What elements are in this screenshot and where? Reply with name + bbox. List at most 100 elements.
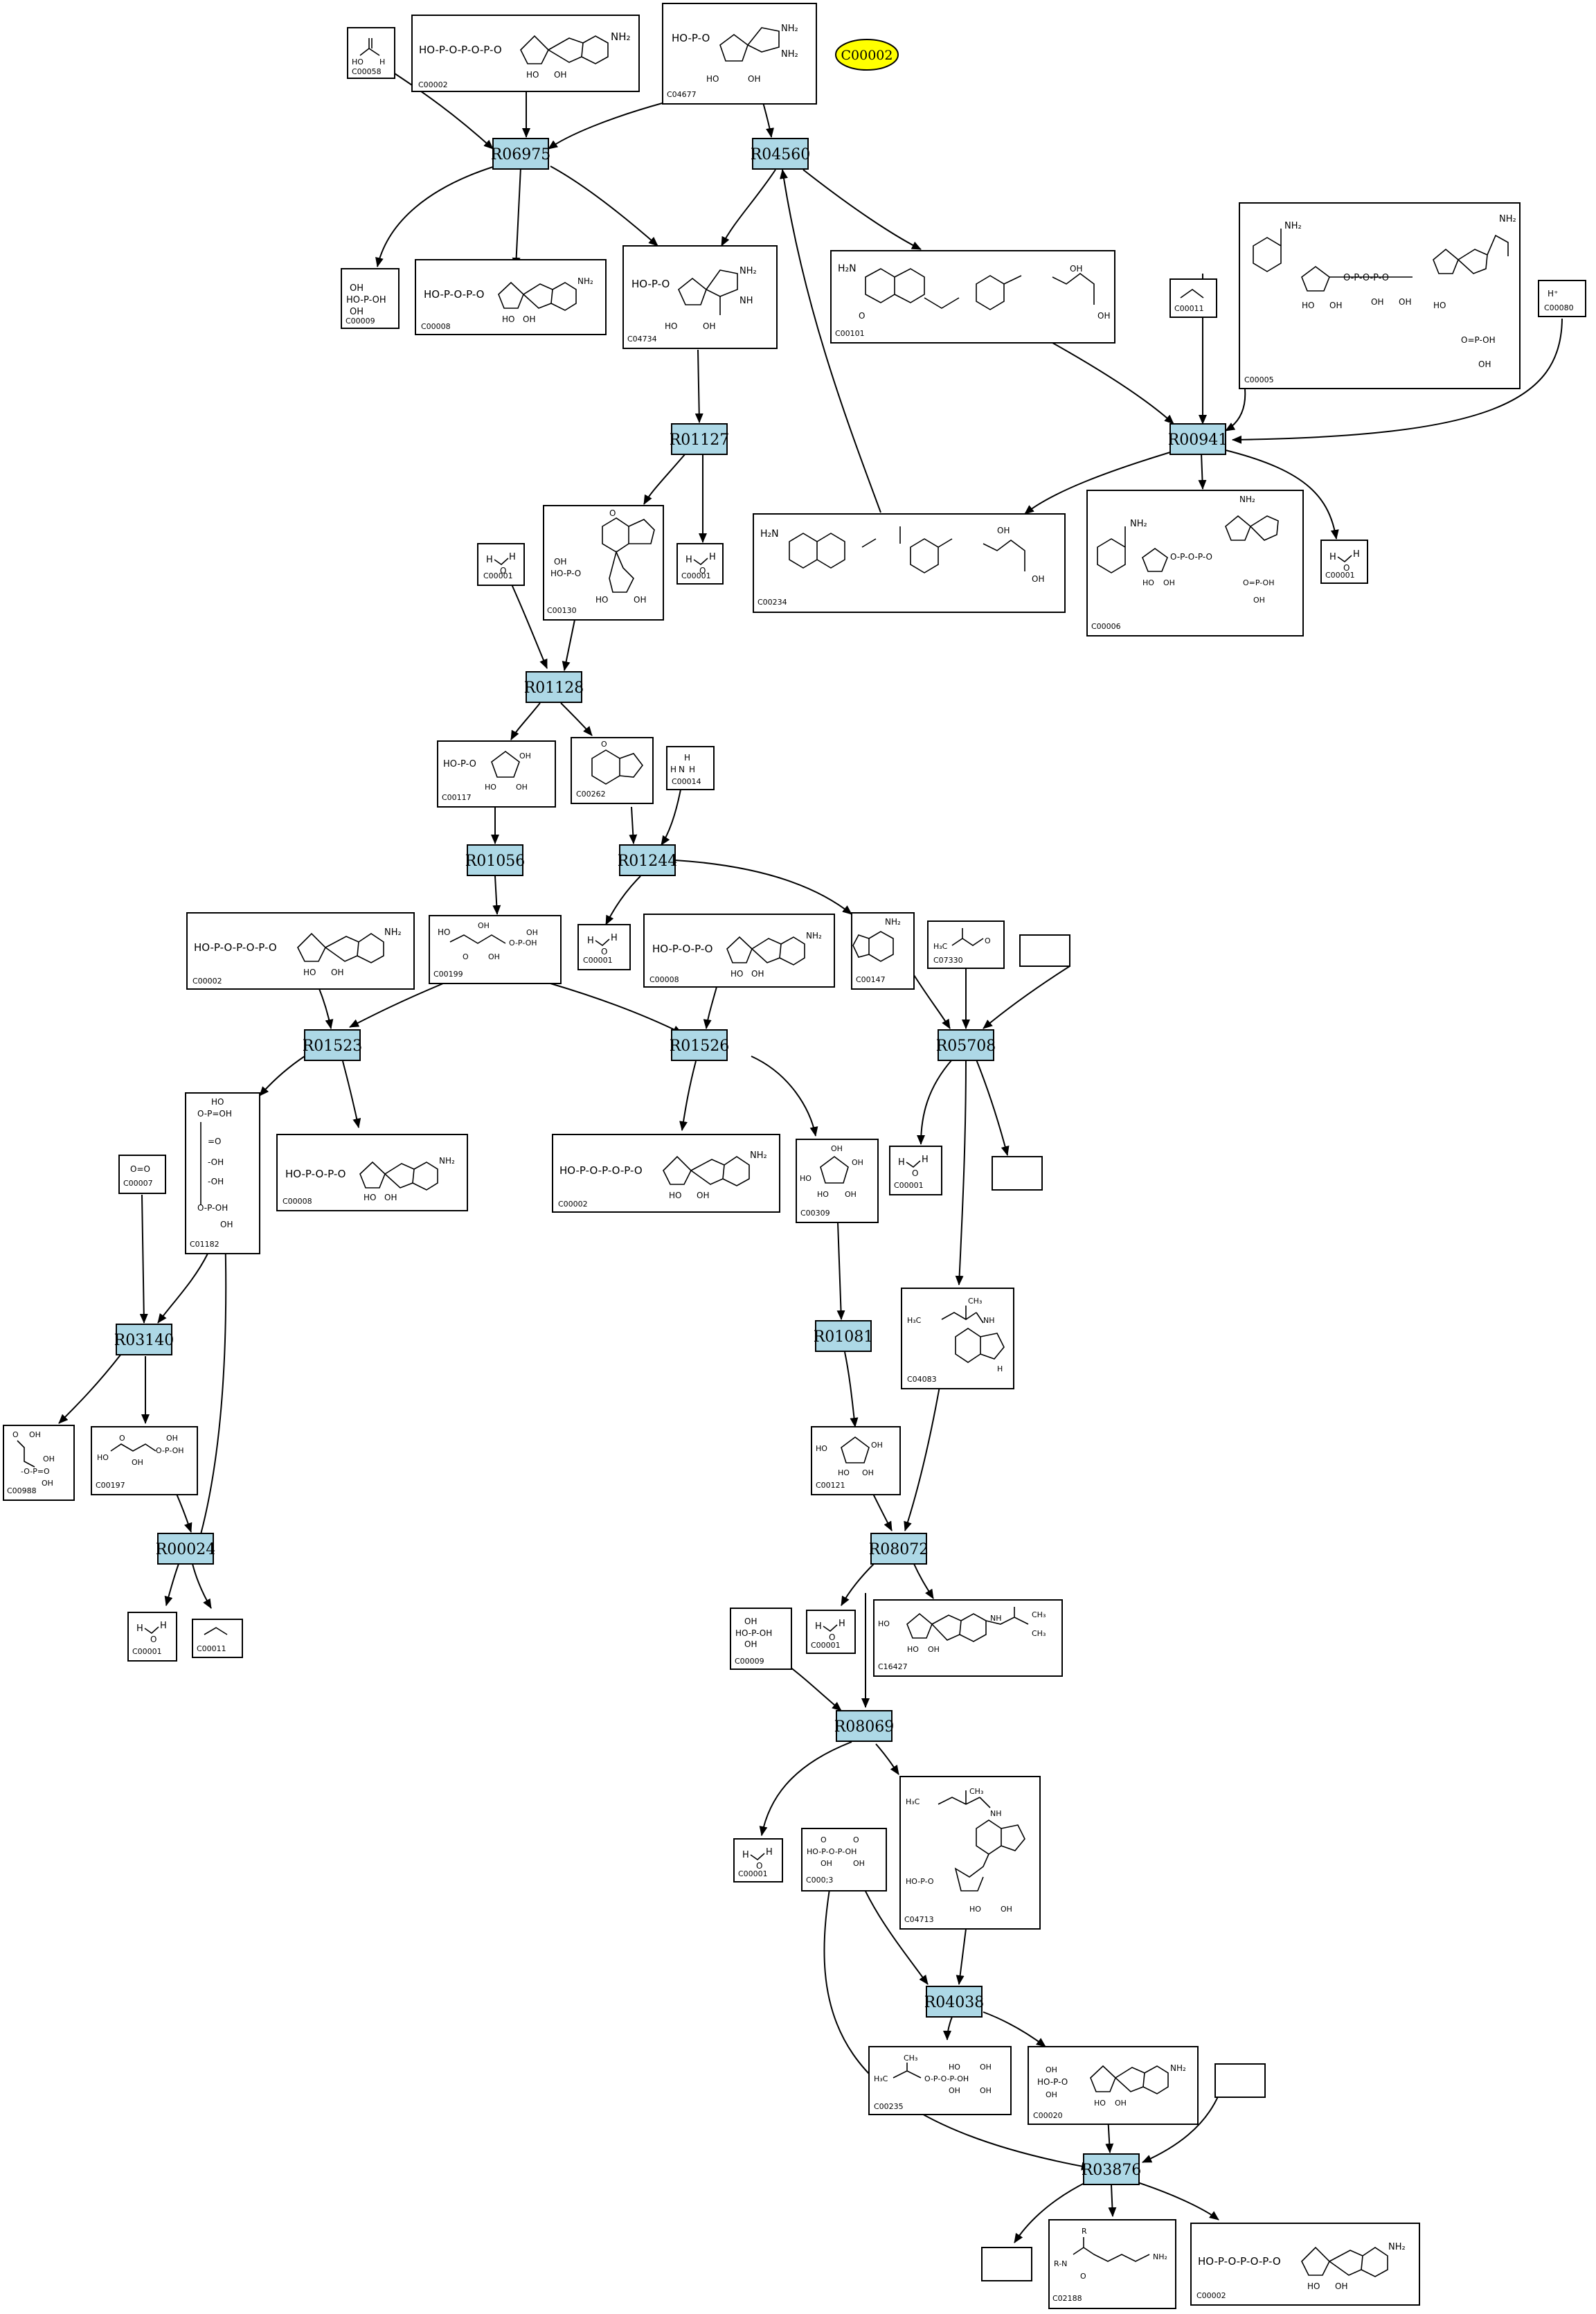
svg-text:C00080: C00080: [1544, 303, 1574, 312]
svg-text:HO: HO: [595, 595, 608, 605]
compound-C00080-node[interactable]: H⁺ C00080: [1538, 280, 1586, 317]
svg-text:NH₂: NH₂: [1284, 221, 1302, 231]
svg-text:NH₂: NH₂: [1153, 2252, 1167, 2261]
compound-C00011-node[interactable]: C00011: [1169, 278, 1217, 318]
reaction-R01128-node[interactable]: R01128: [524, 671, 584, 703]
compound-empty-node[interactable]: [1019, 934, 1070, 967]
svg-text:C00101: C00101: [835, 329, 865, 338]
svg-text:NH₂: NH₂: [781, 24, 798, 34]
svg-text:C00002: C00002: [558, 1200, 588, 1209]
svg-text:OH: OH: [997, 526, 1010, 535]
svg-text:OH: OH: [1371, 297, 1383, 307]
compound-C00001-node[interactable]: HOH C00001: [127, 1612, 177, 1662]
compound-C00009-node[interactable]: OH HO-P-OH OH C00009: [730, 1608, 792, 1670]
compound-empty-node[interactable]: [992, 1156, 1043, 1191]
svg-text:HO-P-O: HO-P-O: [1037, 2077, 1068, 2087]
svg-text:OH: OH: [1115, 2099, 1127, 2108]
compound-C00262-node[interactable]: O C00262: [571, 737, 654, 804]
svg-text:O: O: [1080, 2272, 1086, 2281]
svg-text:C00199: C00199: [433, 970, 463, 979]
svg-text:R03140: R03140: [114, 1332, 174, 1349]
reaction-R05708-node[interactable]: R05708: [936, 1029, 996, 1061]
compound-C00001-node[interactable]: HOH C00001: [806, 1610, 856, 1654]
compound-C00009-node[interactable]: OH HO-P-OH OH C00009: [341, 268, 400, 329]
svg-text:HO-P-O-P-OH: HO-P-O-P-OH: [807, 1847, 857, 1856]
reaction-R04560-node[interactable]: R04560: [751, 138, 811, 170]
compound-C00147-node[interactable]: NH₂ C00147: [851, 912, 915, 990]
svg-text:C00058: C00058: [352, 67, 382, 76]
reaction-R00941-node[interactable]: R00941: [1168, 423, 1228, 455]
entry-compound-C00002[interactable]: C00002: [835, 39, 899, 71]
svg-text:C00009: C00009: [735, 1657, 764, 1666]
reaction-R08072-node[interactable]: R08072: [869, 1533, 929, 1565]
reaction-R03876-node[interactable]: R03876: [1082, 2153, 1142, 2185]
svg-text:C00001: C00001: [811, 1641, 841, 1650]
compound-C00001-node[interactable]: HOH C00001: [676, 543, 724, 585]
reaction-R00024-node[interactable]: R00024: [156, 1533, 216, 1565]
svg-text:OH: OH: [29, 1430, 41, 1439]
reaction-R03140-node[interactable]: R03140: [114, 1324, 174, 1355]
compound-empty-node[interactable]: [981, 2247, 1032, 2281]
compound-C00001-node[interactable]: HOH C00001: [1320, 540, 1368, 584]
reaction-R01526-node[interactable]: R01526: [670, 1029, 730, 1061]
svg-text:NH: NH: [990, 1614, 1002, 1623]
svg-text:O: O: [859, 311, 865, 321]
compound-C00001-node[interactable]: HOH C00001: [733, 1838, 783, 1883]
reaction-R01523-node[interactable]: R01523: [303, 1029, 363, 1061]
reaction-R01244-node[interactable]: R01244: [618, 844, 678, 876]
reaction-R01056-node[interactable]: R01056: [465, 844, 526, 876]
compound-C00011-node[interactable]: C00011: [192, 1619, 243, 1658]
reaction-R06975-node[interactable]: R06975: [491, 138, 551, 170]
svg-text:H: H: [766, 1847, 773, 1858]
compound-C00001-node[interactable]: HOH C00001: [477, 543, 525, 586]
reaction-R01081-node[interactable]: R01081: [814, 1320, 874, 1352]
reaction-R04038-node[interactable]: R04038: [924, 1986, 985, 2018]
svg-text:OH: OH: [1253, 596, 1265, 605]
svg-text:OH: OH: [1097, 311, 1110, 321]
compound-C00007-node[interactable]: O=O C00007: [118, 1155, 166, 1194]
compound-C00001-node[interactable]: HOH C00001: [577, 924, 631, 970]
reaction-R08069-node[interactable]: R08069: [834, 1710, 895, 1742]
compound-C00001-node[interactable]: HOH C00001: [889, 1146, 942, 1195]
svg-text:HO-P-O-P-O: HO-P-O-P-O: [424, 288, 484, 301]
svg-text:H₃C: H₃C: [907, 1316, 922, 1325]
svg-text:HO-P-O-P-O-P-O: HO-P-O-P-O-P-O: [559, 1164, 643, 1177]
svg-text:OH: OH: [478, 921, 490, 930]
reaction-R01127-node[interactable]: R01127: [670, 423, 730, 455]
svg-text:OH: OH: [166, 1434, 178, 1443]
compound-empty-node[interactable]: [1214, 2063, 1266, 2098]
svg-text:O: O: [12, 1430, 19, 1439]
svg-text:C00147: C00147: [856, 975, 886, 984]
